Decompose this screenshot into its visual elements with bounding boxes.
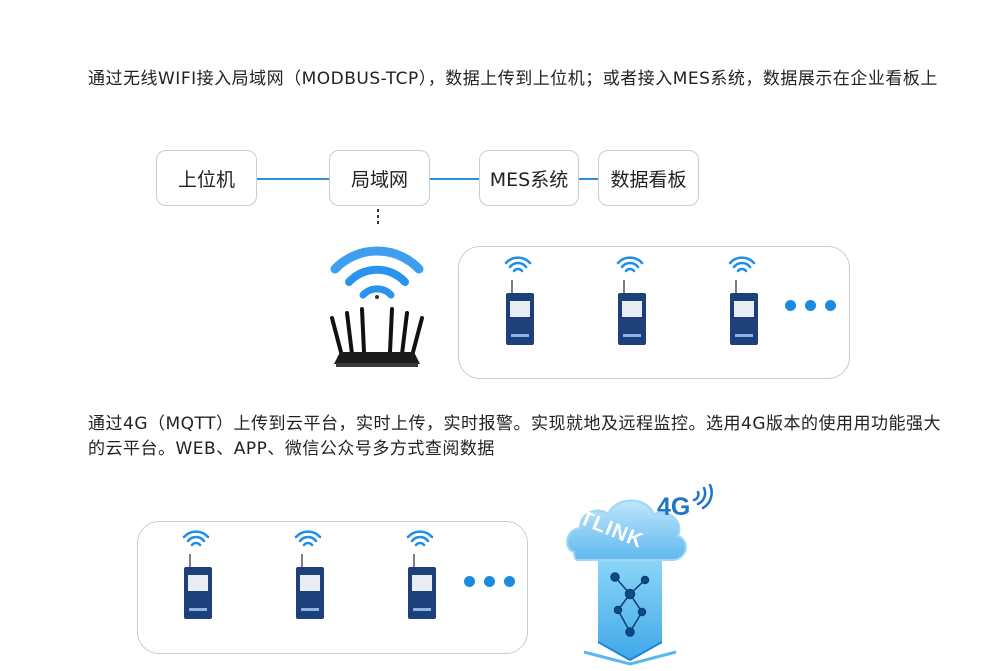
wifi-icon <box>728 256 756 273</box>
device-icon <box>722 252 762 348</box>
device-icon <box>610 252 650 348</box>
wifi-icon <box>504 256 532 273</box>
wifi-icon <box>294 530 322 547</box>
signal-icon <box>692 483 713 510</box>
wifi-icon <box>406 530 434 547</box>
device-icon <box>288 526 328 622</box>
more-devices-ellipsis <box>464 576 515 587</box>
connector-host-lan <box>257 178 329 180</box>
ellipsis-dot <box>785 300 796 311</box>
host-computer-node: 上位机 <box>156 150 257 206</box>
mes-system-node: MES系统 <box>479 150 579 206</box>
data-board-node: 数据看板 <box>598 150 699 206</box>
lan-router-dotted-link <box>377 209 379 227</box>
ellipsis-dot <box>504 576 515 587</box>
ellipsis-dot <box>464 576 475 587</box>
more-devices-ellipsis <box>785 300 836 311</box>
device-icon <box>400 526 440 622</box>
lan-node: 局域网 <box>329 150 430 206</box>
ellipsis-dot <box>805 300 816 311</box>
network-4g-label: 4G <box>657 493 691 521</box>
section2-description: 通过4G（MQTT）上传到云平台，实时上传，实时报警。实现就地及远程监控。选用4… <box>88 414 941 459</box>
ellipsis-dot <box>825 300 836 311</box>
device-icon <box>176 526 216 622</box>
ellipsis-dot <box>484 576 495 587</box>
device-icon <box>498 252 538 348</box>
section1-description: 通过无线WIFI接入局域网（MODBUS-TCP），数据上传到上位机；或者接入M… <box>88 69 938 89</box>
wifi-icon <box>616 256 644 273</box>
cloud-icon: TLINK <box>560 482 710 667</box>
connector-mes-board <box>579 178 598 180</box>
wifi-icon <box>330 246 424 299</box>
wifi-icon <box>182 530 210 547</box>
connector-lan-mes <box>430 178 479 180</box>
router-icon <box>322 236 432 370</box>
